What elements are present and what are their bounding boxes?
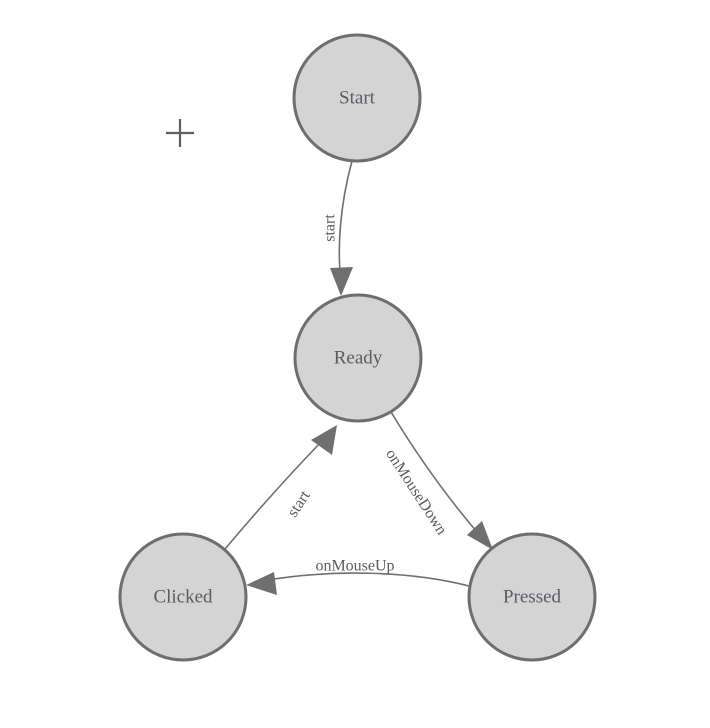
edge-clicked-to-ready-path [224,440,323,550]
node-start-circle [292,33,422,163]
node-ready[interactable]: Ready [293,293,423,423]
crosshair-marker [166,119,194,147]
node-clicked-circle [118,532,248,662]
node-ready-label: Ready [334,348,383,369]
edge-start-to-ready-path [338,160,353,283]
edge-ready-to-pressed-arrowhead [467,521,493,550]
edge-ready-to-pressed[interactable] [390,411,493,550]
edge-start-to-ready[interactable] [330,160,353,296]
edge-clicked-to-ready-arrowhead [311,425,337,455]
edge-pressed-to-clicked-arrowhead [246,572,277,595]
edge-label-pressed-to-clicked: onMouseUp [315,558,394,575]
node-clicked-label: Clicked [153,587,213,608]
edge-ready-to-pressed-path [390,411,484,540]
edge-pressed-to-clicked-path [267,572,470,587]
node-start-label: Start [339,88,376,109]
node-ready-circle [293,293,423,423]
node-pressed-circle [467,532,597,662]
node-clicked[interactable]: Clicked [118,532,248,662]
edge-start-to-ready-arrowhead [330,267,353,296]
edge-pressed-to-clicked[interactable] [246,572,470,595]
node-pressed[interactable]: Pressed [467,532,597,662]
edge-label-ready-to-pressed: onMouseDown [382,446,450,538]
edge-label-clicked-to-ready: start [284,487,314,520]
edge-clicked-to-ready[interactable] [224,425,337,550]
node-pressed-label: Pressed [503,587,562,608]
edge-label-start-to-ready: start [322,214,339,242]
node-start[interactable]: Start [292,33,422,163]
